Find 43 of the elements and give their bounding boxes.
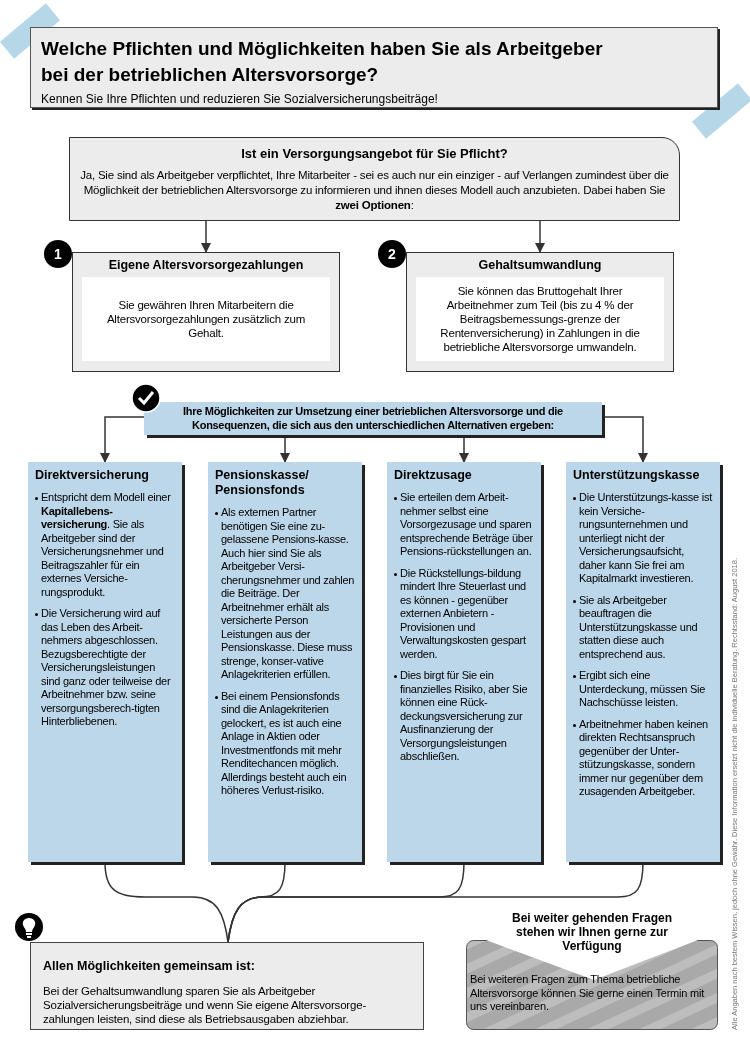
option-heading: Eigene Altersvorsorgezahlungen [107, 257, 305, 274]
summary-box [30, 942, 424, 1030]
header-panel [30, 27, 718, 108]
column-heading: Direktzusage [394, 468, 473, 483]
contact-text: Bei weiteren Fragen zum Thema betriebliche Altersvorsorge können Sie gerne einen Termin mit uns vereinbaren. [469, 973, 706, 1014]
option-box [72, 252, 340, 372]
bullet-text: Die Versicherung wird auf das Leben des Arbeit-nehmers abgeschlossen. Bezugsberechtigte der Versicherungsleistungen sind ganz oder teilweise der Arbeitnehmer bzw. seine versorgungsberech-tigten Hinterbliebenen. [41, 607, 172, 729]
column-heading: Pensionskasse/ Pensionsfonds [215, 468, 310, 498]
summary-heading: Allen Möglichkeiten gemeinsam ist: [43, 958, 256, 975]
question-heading: Ist ein Versorgungsangebot für Sie Pflicht? [240, 145, 509, 163]
arrow [201, 220, 211, 253]
option-column [28, 462, 182, 862]
bullet-text: Bei einem Pensionsfonds sind die Anlagekriterien gelockert, es ist auch eine Anlage in Aktien oder Investmentfonds mit mehr Renditechancen möglich. Allerdings besteht auch ein höheres Verlust-risiko. [221, 689, 348, 798]
bullet-text: Sie als Arbeitgeber beauftragen die Unterstützungskasse und statten diese auch entsprechend aus. [579, 593, 699, 661]
column-heading: Direktversicherung [35, 468, 150, 483]
column-heading: Unterstützungskasse [573, 468, 701, 483]
bullet-text: Die Rückstellungs-bildung mindert Ihre Steuerlast und es können - gegenüber externen Anbietern - Provisionen und Verwaltungskosten gespart werden. [400, 566, 527, 661]
bullet-text: Dies birgt für Sie ein finanzielles Risiko, aber Sie können eine Rück-deckungsversicherung zur Ausfinanzierung der Versorgungsleistungen abschließen. [400, 669, 529, 764]
option-column [208, 462, 362, 862]
number-badge: 2 [378, 240, 406, 268]
question-text: Ja, Sie sind als Arbeitgeber verpflichtet, Ihre Mitarbeiter - sei es auch nur ein einziger - auf Verlangen zumindest über die Möglichkeit der betrieblichen Altersvorsorge zu informieren und ihnen dieses Modell auch anzubieten. Dabei haben Sie zwei Optionen: [80, 167, 669, 213]
bullet-text: Die Unterstützungs-kasse ist kein Versiche-rungsunternehmen und unterliegt nicht der Versicherungsaufsicht, daher kann Sie frei am Kapitalmarkt investieren. [579, 491, 713, 586]
option-description: Sie können das Bruttogehalt Ihrer Arbeitnehmer zum Teil (bis zu 4 % der Beitragsbemessungs-grenze der Rentenversicherung) in Zahlungen in die betriebliche Altersvorsorge umwandeln. [416, 277, 664, 361]
main-title: Welche Pflichten und Möglichkeiten haben Sie als Arbeitgeber bei der betrieblichen Altersvorsorge? [41, 37, 604, 87]
bullet-text: Als externen Partner benötigen Sie eine zu-gelassene Pensions-kasse. Auch hier sind Sie als Arbeitgeber Versi-cherungsnehmer und zahlen die Beiträge. Der Arbeitnehmer erhält als versicherte Person Leistungen aus der Pensionskasse. Diese muss strenge, konser-vative Anlagekriterien erfüllen. [221, 506, 355, 682]
subtitle: Kennen Sie Ihre Pflichten und reduzieren Sie Sozialversicherungsbeiträge! [41, 91, 439, 108]
arrow [535, 220, 545, 253]
option-box [406, 252, 674, 372]
option-column [566, 462, 720, 862]
arrow [100, 416, 145, 463]
option-heading: Gehaltsumwandlung [477, 257, 603, 274]
bullet-text: Sie erteilen dem Arbeit-nehmer selbst eine Vorsorgezusage und sparen entsprechende Beträge über Pensions-rückstellungen an. [400, 491, 534, 559]
bullet-text: Entspricht dem Modell einer Kapitallebens-versicherung. Sie als Arbeitgeber sind der Versicherungsnehmer und Beitragszahler für ein externes Versiche-rungsprodukt. [41, 491, 172, 599]
option-description: Sie gewähren Ihren Mitarbeitern die Altersvorsorgezahlungen zusätzlich zum Gehalt. [82, 277, 330, 361]
number-badge: 1 [44, 240, 72, 268]
summary-text: Bei der Gehaltsumwandlung sparen Sie als Arbeitgeber Sozialversicherungsbeiträge und wenn Sie eigene Altersvorsorge-zahlungen leisten, sind diese als Betriebsausgaben abziehbar. [43, 983, 367, 1026]
banner-box [144, 402, 602, 435]
banner-text: Ihre Möglichkeiten zur Umsetzung einer betrieblichen Altersvorsorge und die Konsequenzen, die sich aus den unterschiedlichen Alternativen ergeben: [182, 404, 564, 432]
bullet-text: Arbeitnehmer haben keinen direkten Rechtsanspruch gegenüber der Unter-stützungskasse, sondern immer nur gegenüber dem zusagenden Arbeitgeber. [579, 717, 709, 799]
contact-heading: Bei weiter gehenden Fragen stehen wir Ihnen gerne zur Verfügung [510, 911, 673, 953]
option-column [387, 462, 541, 862]
question-box [69, 137, 680, 221]
bullet-text: Ergibt sich eine Unterdeckung, müssen Sie Nachschüsse leisten. [579, 669, 707, 710]
